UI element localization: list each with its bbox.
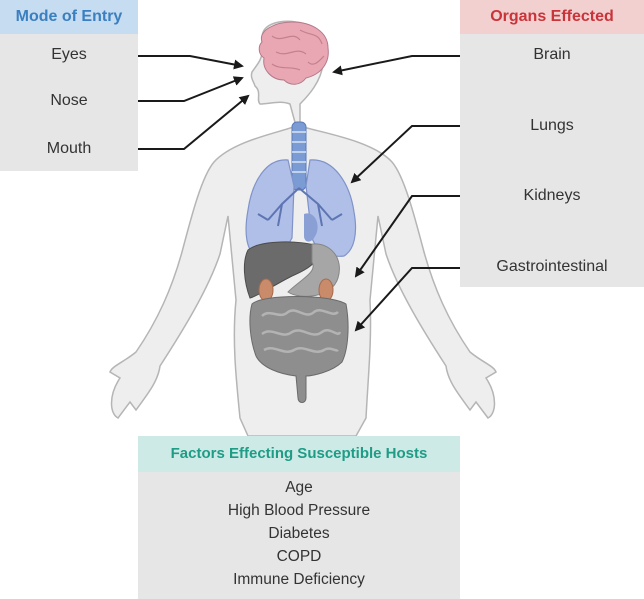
factors-title: Factors Effecting Susceptible Hosts (138, 436, 460, 472)
mode-of-entry-panel: Mode of Entry Eyes Nose Mouth (0, 0, 138, 171)
factor-item: COPD (276, 548, 322, 565)
trachea-icon (291, 121, 307, 191)
organ-item-kidneys: Kidneys (523, 187, 581, 204)
entry-item-eyes: Eyes (51, 46, 87, 63)
factor-item: Diabetes (268, 525, 330, 542)
body-silhouette (109, 20, 497, 437)
factor-item: Immune Deficiency (233, 571, 365, 588)
factor-item: High Blood Pressure (227, 502, 371, 519)
factors-list: Age High Blood Pressure Diabetes COPD Im… (138, 476, 460, 591)
intestine-coils (261, 309, 342, 353)
organ-arrows (332, 55, 460, 332)
mode-of-entry-title: Mode of Entry (0, 0, 138, 34)
entry-item-mouth: Mouth (46, 140, 92, 157)
organ-item-brain: Brain (533, 46, 571, 63)
organ-item-lungs: Lungs (530, 117, 574, 134)
heart-icon (304, 213, 318, 242)
organs-effected-title: Organs Effected (460, 0, 644, 34)
entry-item-nose: Nose (50, 92, 88, 109)
entry-arrows (138, 55, 250, 150)
brain-folds (271, 29, 325, 71)
bronchi (257, 187, 343, 227)
organs-effected-panel: Organs Effected Brain Lungs Kidneys Gast… (460, 0, 644, 287)
susceptible-host-factors-panel: Factors Effecting Susceptible Hosts Age … (138, 436, 460, 599)
factor-item: Age (285, 479, 313, 496)
organ-item-gastrointestinal: Gastrointestinal (496, 258, 608, 275)
brain-icon (258, 21, 329, 85)
